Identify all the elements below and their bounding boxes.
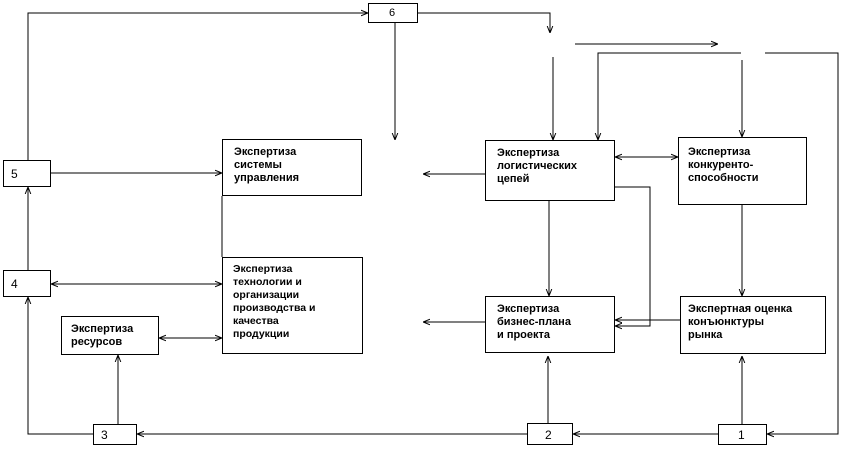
- box-control-system-expertise: Экспертиза системы управления: [222, 139, 362, 196]
- box-business-plan-label: Экспертиза бизнес-плана и проекта: [497, 303, 571, 341]
- box-competitiveness-label: Экспертиза конкуренто- способности: [688, 146, 759, 184]
- node-5-label: 5: [11, 167, 18, 181]
- box-competitiveness-expertise: Экспертиза конкуренто- способности: [678, 137, 807, 205]
- arrow-into-logistics-2: [598, 52, 741, 140]
- arrow-6-down-right: [418, 12, 550, 33]
- box-business-plan-expertise: Экспертиза бизнес-плана и проекта: [485, 296, 615, 353]
- node-4: 4: [3, 270, 51, 297]
- box-market-label: Экспертная оценка конъюнктуры рынка: [688, 303, 793, 341]
- box-resources-expertise: Экспертиза ресурсов: [61, 316, 159, 355]
- node-1: 1: [718, 424, 767, 445]
- node-1-label: 1: [738, 428, 745, 442]
- box-control-system-label: Экспертиза системы управления: [234, 146, 300, 184]
- arrow-logistics-branch: [615, 186, 651, 326]
- arrow-loop-to-1: [765, 52, 839, 434]
- node-6: 6: [368, 3, 418, 23]
- box-technology-label: Экспертиза технологии и организации прои…: [233, 263, 316, 340]
- node-3: 3: [93, 424, 137, 445]
- arrow-3-to-4: [28, 297, 93, 435]
- node-3-label: 3: [101, 428, 108, 442]
- box-market-expertise: Экспертная оценка конъюнктуры рынка: [680, 296, 826, 354]
- node-6-label: 6: [389, 7, 396, 19]
- arrow-5-to-6: [27, 13, 368, 160]
- box-logistics-label: Экспертиза логистических цепей: [497, 147, 578, 185]
- node-2: 2: [527, 423, 573, 445]
- node-5: 5: [3, 160, 51, 187]
- box-logistics-expertise: Экспертиза логистических цепей: [485, 140, 615, 201]
- box-technology-expertise: Экспертиза технологии и организации прои…: [222, 257, 363, 354]
- box-resources-label: Экспертиза ресурсов: [71, 323, 134, 348]
- node-4-label: 4: [11, 277, 18, 291]
- node-2-label: 2: [545, 428, 552, 442]
